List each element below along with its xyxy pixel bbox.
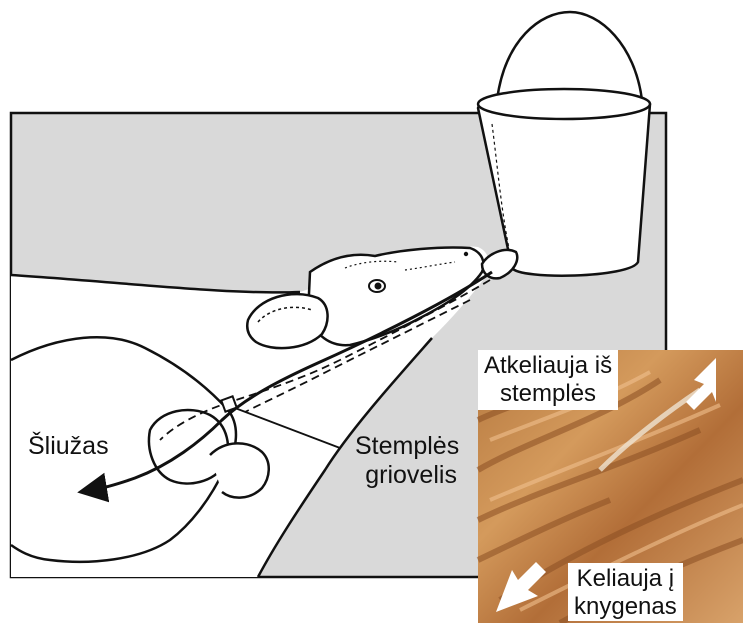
- calf-nostril: [464, 252, 468, 256]
- label-esophageal-groove-line1: Stemplės: [355, 432, 459, 461]
- calf-pupil: [375, 283, 382, 290]
- photo-label-bottom-line2: knygenas: [574, 593, 677, 621]
- bucket-rim: [478, 89, 650, 119]
- photo-label-top-line1: Atkeliauja iš: [484, 352, 612, 380]
- photo-label-bottom-line1: Keliauja į: [574, 565, 677, 593]
- label-esophageal-groove: Stemplės griovelis: [355, 432, 459, 490]
- photo-label-top-line2: stemplės: [484, 380, 612, 408]
- bucket-handle: [497, 12, 642, 100]
- label-esophageal-groove-line2: griovelis: [355, 461, 459, 490]
- photo-label-bottom: Keliauja į knygenas: [568, 563, 683, 621]
- label-abomasum: Šliužas: [28, 432, 109, 461]
- photo-label-top: Atkeliauja iš stemplės: [478, 350, 618, 410]
